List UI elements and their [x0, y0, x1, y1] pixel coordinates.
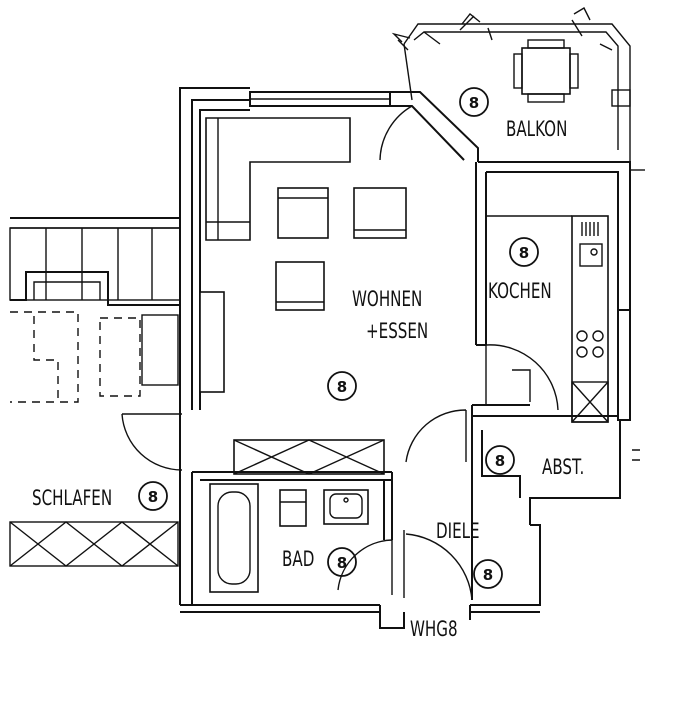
hallway-door-swing	[405, 409, 467, 463]
storage-area: ABST. 8	[471, 404, 618, 600]
entrance-door-swing	[405, 533, 473, 601]
toilet	[279, 489, 307, 527]
kitchen-label: KOCHEN	[488, 280, 552, 304]
kitchen-stove	[576, 330, 604, 358]
bathroom-number-badge: 8	[327, 547, 357, 577]
svg-text:8: 8	[337, 378, 347, 396]
balcony-door-swing	[379, 105, 465, 161]
bathroom-label: BAD	[282, 548, 314, 572]
bathtub	[209, 483, 259, 593]
living-label-line1: WOHNEN	[352, 288, 422, 312]
hallway-label: DIELE	[436, 520, 480, 544]
bedroom-number-badge: 8	[138, 481, 168, 511]
svg-text:8: 8	[495, 452, 505, 470]
living-label-line2: +ESSEN	[366, 320, 428, 344]
svg-text:8: 8	[148, 488, 158, 506]
svg-text:8: 8	[519, 244, 529, 262]
bedroom-window-frames	[45, 228, 153, 300]
living-area: WOHNEN +ESSEN 8	[199, 117, 428, 475]
bathroom-door-swing	[337, 539, 393, 595]
svg-text:8: 8	[469, 94, 479, 112]
storage-number-badge: 8	[485, 445, 515, 475]
entrance-label: WHG8	[410, 618, 458, 642]
kitchen-sink	[579, 222, 603, 267]
kitchen-door-swing	[485, 344, 559, 411]
balcony-area: BALKON 8	[391, 7, 631, 162]
hallway-area: DIELE 8	[403, 409, 503, 601]
hallway-number-badge: 8	[473, 559, 503, 589]
svg-text:8: 8	[337, 554, 347, 572]
entrance-marker: WHG8	[379, 605, 471, 642]
bedroom-label: SCHLAFEN	[32, 487, 112, 511]
bedroom-area: SCHLAFEN 8	[9, 217, 183, 605]
balcony-number-badge: 8	[459, 87, 489, 117]
washbasin	[323, 489, 369, 525]
svg-text:8: 8	[483, 566, 493, 584]
kitchen-number-badge: 8	[509, 237, 539, 267]
bathroom-area: BAD 8	[191, 471, 393, 605]
storage-label: ABST.	[542, 456, 584, 480]
living-number-badge: 8	[327, 371, 357, 401]
kitchen-area: KOCHEN 8	[475, 162, 609, 423]
balcony-label: BALKON	[506, 118, 567, 142]
